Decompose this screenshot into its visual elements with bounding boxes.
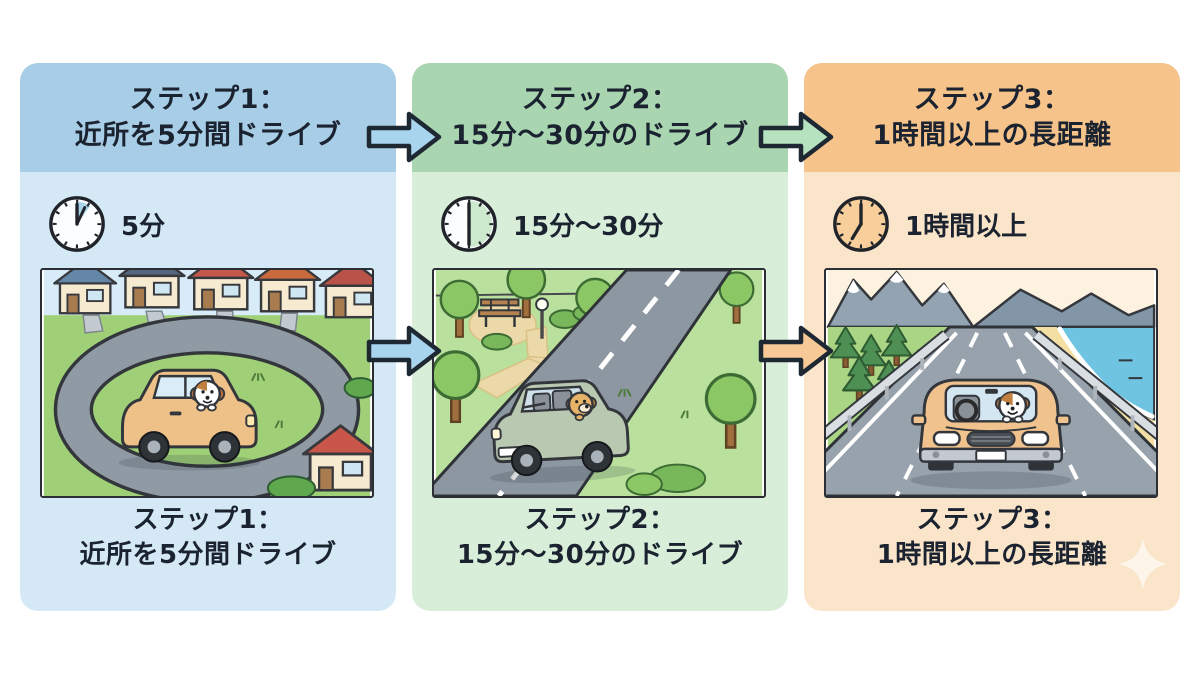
- clock-icon: [49, 196, 105, 252]
- step-1-caption: ステップ1： 近所を5分間ドライブ: [20, 503, 396, 573]
- step-1-header-line2: 近所を5分間ドライブ: [74, 119, 342, 151]
- step-panel-1: ステップ1： 近所を5分間ドライブ 5分: [20, 63, 396, 611]
- step-1-caption-line2: 近所を5分間ドライブ: [79, 540, 337, 571]
- step-3-duration-row: 1時間以上: [830, 193, 1180, 255]
- step-2-header: ステップ2： 15分〜30分のドライブ: [412, 63, 788, 172]
- step-1-duration-row: 5分: [46, 193, 396, 255]
- step-3-caption: ステップ3： 1時間以上の長距離: [804, 503, 1180, 573]
- step-3-illustration: [824, 268, 1158, 498]
- step-3-duration-label: 1時間以上: [905, 211, 1028, 242]
- arrow-right-icon: [756, 320, 836, 382]
- step-1-header: ステップ1： 近所を5分間ドライブ: [20, 63, 396, 172]
- step-1-caption-line1: ステップ1：: [132, 505, 284, 535]
- arrow-right-icon: [364, 106, 444, 168]
- arrow-right-icon: [756, 106, 836, 168]
- arrow-right-icon: [364, 320, 444, 382]
- step-panel-3: ステップ3： 1時間以上の長距離 1時間以上: [804, 63, 1180, 611]
- clock-icon: [833, 196, 889, 252]
- sparkle-icon: [1118, 539, 1168, 589]
- step-2-caption: ステップ2： 15分〜30分のドライブ: [412, 503, 788, 573]
- step-1-header-line1: ステップ1：: [129, 83, 287, 115]
- step-panel-2: ステップ2： 15分〜30分のドライブ 15分〜30分: [412, 63, 788, 611]
- step-2-duration-row: 15分〜30分: [438, 193, 788, 255]
- step-2-header-line1: ステップ2：: [521, 83, 679, 115]
- step-1-illustration: [40, 268, 374, 498]
- step-1-duration-label: 5分: [121, 211, 166, 242]
- step-3-caption-line2: 1時間以上の長距離: [876, 540, 1108, 571]
- step-2-caption-line1: ステップ2：: [524, 505, 676, 535]
- step-3-header: ステップ3： 1時間以上の長距離: [804, 63, 1180, 172]
- step-3-caption-line1: ステップ3：: [916, 505, 1068, 535]
- step-3-header-line2: 1時間以上の長距離: [872, 119, 1112, 151]
- clock-icon: [441, 196, 497, 252]
- step-2-header-line2: 15分〜30分のドライブ: [451, 119, 749, 151]
- step-2-duration-label: 15分〜30分: [513, 211, 664, 242]
- step-3-header-line1: ステップ3：: [913, 83, 1071, 115]
- step-2-caption-line2: 15分〜30分のドライブ: [456, 540, 744, 571]
- step-2-illustration: [432, 268, 766, 498]
